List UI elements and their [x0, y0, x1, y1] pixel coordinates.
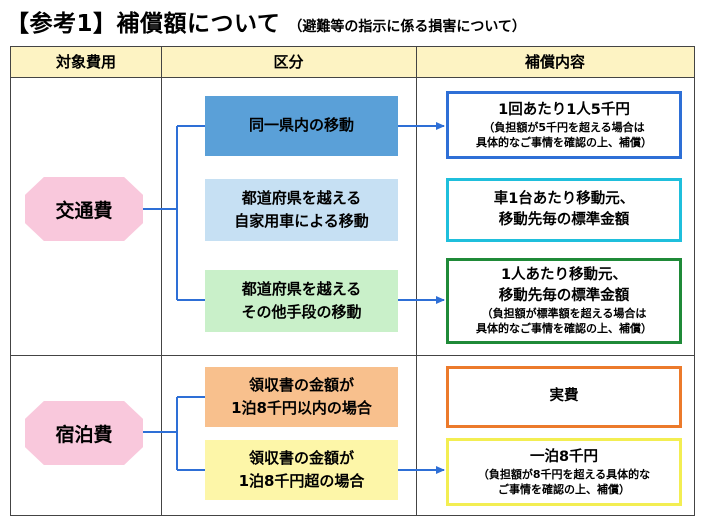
result-main: 車1台あたり移動元、 移動先毎の標準金額 [493, 190, 635, 228]
result-same-prefecture: 1回あたり1人5千円 （負担額が5千円を超える場合は 具体的なご事情を確認の上、… [446, 91, 682, 159]
compensation-table: 対象費用 区分 補償内容 [10, 46, 695, 516]
result-main: 一泊8千円 [529, 448, 599, 465]
division-label: 領収書の金額が 1泊8千円以内の場合 [231, 375, 372, 417]
result-note: （負担額が5千円を超える場合は 具体的なご事情を確認の上、補償） [476, 120, 652, 149]
division-label: 同一県内の移動 [248, 116, 354, 135]
division-over-8000: 領収書の金額が 1泊8千円超の場合 [205, 440, 398, 500]
result-note: （負担額が標準額を超える場合は 具体的なご事情を確認の上、補償） [476, 307, 652, 336]
division-other-means: 都道府県を越える その他手段の移動 [205, 270, 398, 332]
page-title: 【参考1】補償額について （避難等の指示に係る損害について） [6, 4, 526, 38]
result-main: 実費 [549, 388, 579, 405]
title-sub: （避難等の指示に係る損害について） [288, 19, 526, 35]
result-8000-per-night: 一泊8千円 （負担額が8千円を超える具体的な ご事情を確認の上、補償） [446, 438, 682, 506]
header-target-cost: 対象費用 [55, 53, 116, 71]
result-main: 1人あたり移動元、 移動先毎の標準金額 [498, 267, 630, 305]
result-actual-cost: 実費 [446, 366, 682, 428]
result-note: （負担額が8千円を超える具体的な ご事情を確認の上、補償） [477, 467, 651, 496]
category-lodging-label: 宿泊費 [55, 423, 113, 446]
division-label: 領収書の金額が 1泊8千円超の場合 [238, 448, 365, 490]
row-divider [11, 355, 694, 356]
column-divider [161, 47, 162, 515]
table-header: 対象費用 区分 補償内容 [11, 47, 694, 78]
result-other-means: 1人あたり移動元、 移動先毎の標準金額 （負担額が標準額を超える場合は 具体的な… [446, 258, 682, 344]
division-private-car: 都道府県を越える 自家用車による移動 [205, 179, 398, 241]
result-main: 1回あたり1人5千円 [498, 101, 630, 118]
column-divider [416, 47, 417, 515]
division-label: 都道府県を越える その他手段の移動 [241, 279, 362, 321]
division-within-8000: 領収書の金額が 1泊8千円以内の場合 [205, 367, 398, 427]
header-division: 区分 [273, 53, 304, 71]
header-content: 補償内容 [524, 53, 585, 71]
division-label: 都道府県を越える 自家用車による移動 [234, 188, 369, 230]
category-transport-label: 交通費 [55, 199, 113, 222]
category-lodging: 宿泊費 [25, 401, 143, 465]
division-same-prefecture: 同一県内の移動 [205, 96, 398, 156]
title-main: 【参考1】補償額について [6, 11, 281, 37]
result-private-car: 車1台あたり移動元、 移動先毎の標準金額 [446, 178, 682, 242]
category-transport: 交通費 [25, 177, 143, 241]
